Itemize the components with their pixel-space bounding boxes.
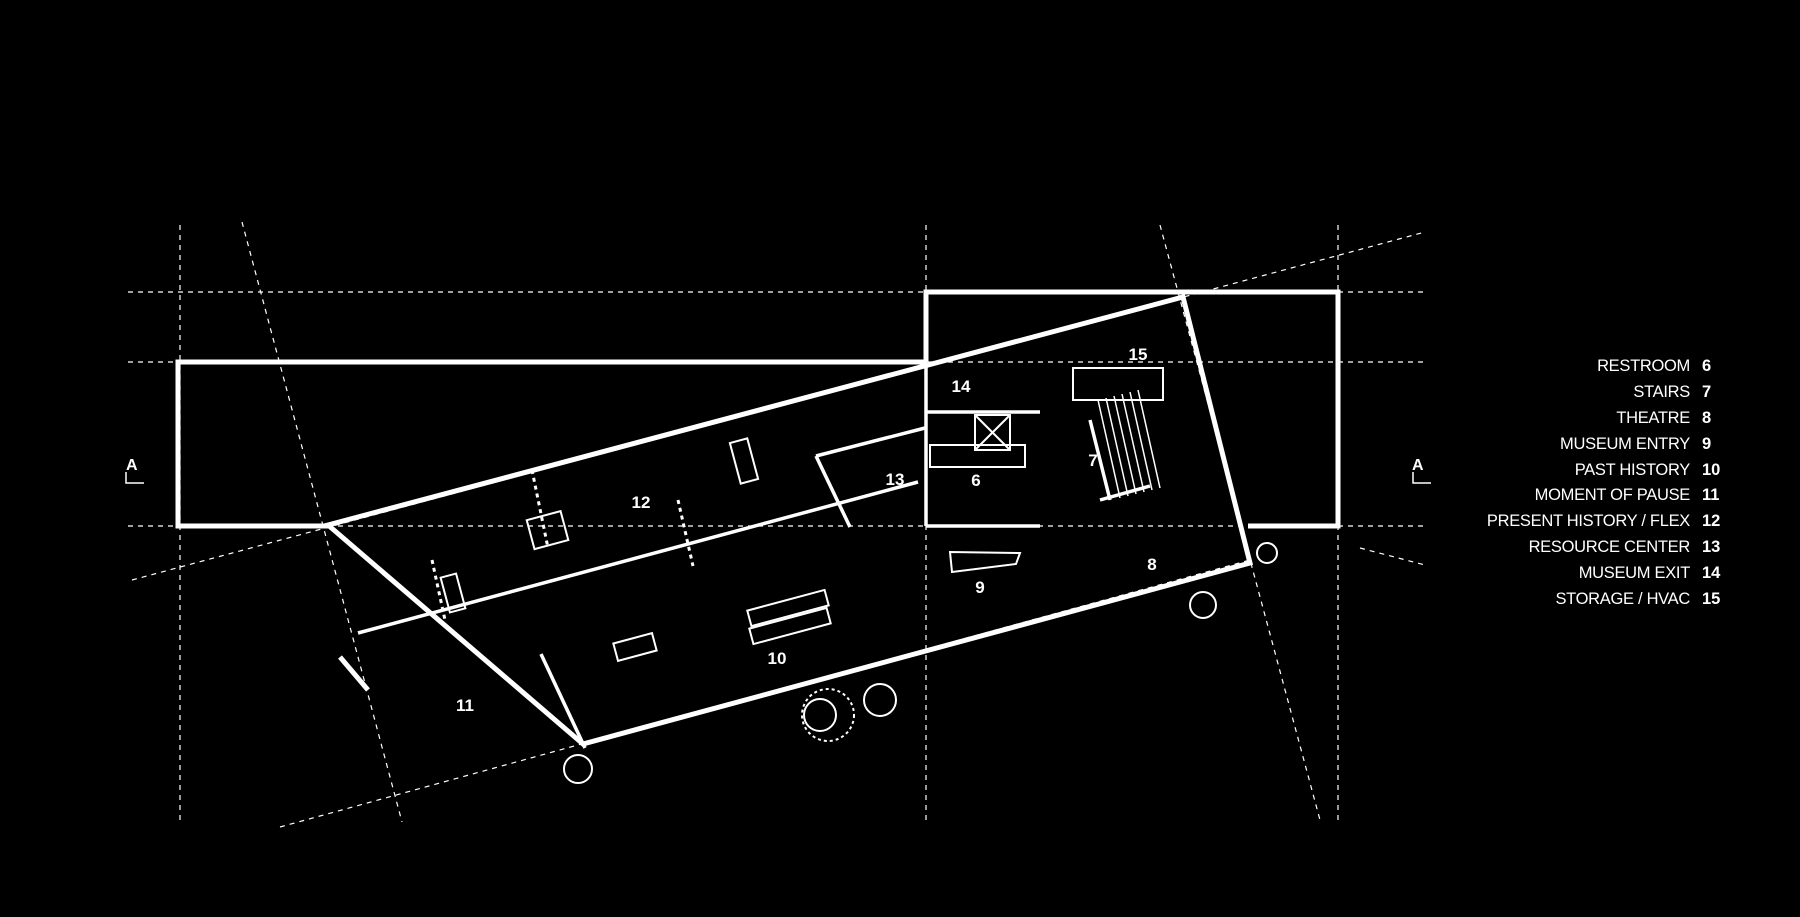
legend-number: 12 [1702, 512, 1721, 531]
legend-number: 9 [1702, 434, 1712, 453]
room-number-6: 6 [971, 471, 980, 490]
legend-label: RESOURCE CENTER [1528, 537, 1691, 556]
legend-label: RESTROOM [1597, 357, 1690, 376]
room-number-10: 10 [768, 649, 787, 668]
site-volumes [175, 289, 1341, 529]
legend-number: 13 [1702, 537, 1721, 556]
legend-number: 7 [1702, 383, 1712, 402]
room-number-15: 15 [1129, 345, 1148, 364]
interior-walls [357, 362, 1151, 749]
legend-number: 14 [1702, 563, 1721, 582]
legend-number: 8 [1702, 408, 1712, 427]
section-markers [125, 472, 1431, 484]
stairs [1097, 389, 1161, 499]
room-number-8: 8 [1147, 555, 1156, 574]
room-number-14: 14 [952, 377, 971, 396]
exhibit-cases [439, 367, 1164, 663]
legend-label: PRESENT HISTORY / FLEX [1486, 512, 1690, 531]
legend-item: STAIRS 7 [1400, 380, 1720, 406]
legend-item: RESOURCE CENTER 13 [1400, 535, 1721, 561]
legend-label: THEATRE [1616, 408, 1690, 427]
exhibit-partitions [430, 469, 695, 621]
room-number-13: 13 [886, 470, 905, 489]
legend-item: PAST HISTORY 10 [1400, 457, 1721, 483]
trees [563, 542, 1278, 784]
section-marker-right: A [1412, 457, 1424, 474]
legend-number: 10 [1702, 460, 1721, 479]
room-numbers: 6 7 8 9 10 11 12 13 14 15 [456, 345, 1157, 715]
building-outline [322, 293, 1254, 747]
legend-label: STAIRS [1633, 383, 1690, 402]
legend-number: 6 [1702, 357, 1712, 376]
room-number-12: 12 [632, 493, 651, 512]
legend-label: STORAGE / HVAC [1555, 589, 1690, 608]
legend-label: MOMENT OF PAUSE [1534, 486, 1691, 505]
room-number-7: 7 [1088, 451, 1097, 470]
legend-label: MUSEUM EXIT [1578, 563, 1691, 582]
room-number-11: 11 [456, 696, 474, 715]
legend-item: MUSEUM EXIT 14 [1400, 560, 1721, 586]
section-marker-left: A [126, 457, 138, 474]
legend-item: MOMENT OF PAUSE 11 [1400, 483, 1720, 509]
legend-label: PAST HISTORY [1574, 460, 1691, 479]
legend-label: MUSEUM ENTRY [1560, 434, 1690, 453]
legend-item: STORAGE / HVAC 15 [1400, 586, 1720, 612]
room-number-9: 9 [975, 578, 984, 597]
legend-item: RESTROOM 6 [1400, 354, 1720, 380]
legend-item: MUSEUM ENTRY 9 [1400, 431, 1720, 457]
legend-item: PRESENT HISTORY / FLEX 12 [1400, 509, 1720, 535]
legend-item: THEATRE 8 [1400, 406, 1720, 432]
legend-number: 11 [1702, 486, 1720, 505]
legend-number: 15 [1702, 589, 1721, 608]
